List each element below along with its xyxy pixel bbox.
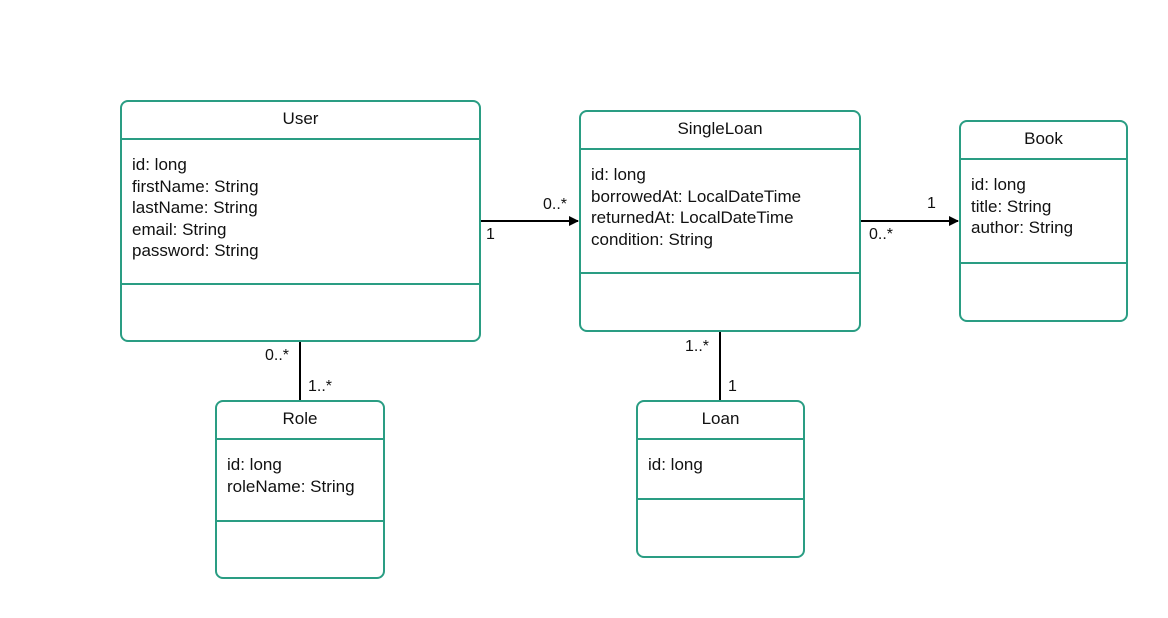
class-attributes: id: long firstName: String lastName: Str… — [122, 140, 479, 285]
attribute: id: long — [648, 455, 703, 474]
class-book[interactable]: Book id: long title: String author: Stri… — [959, 120, 1128, 322]
class-name: SingleLoan — [581, 112, 859, 150]
class-attributes: id: long title: String author: String — [961, 160, 1126, 264]
class-name: Loan — [638, 402, 803, 440]
multiplicity-role-end: 1..* — [308, 378, 333, 395]
attribute: lastName: String — [132, 198, 258, 218]
attribute: borrowedAt: LocalDateTime — [591, 186, 802, 206]
multiplicity-book-end: 1 — [927, 195, 936, 212]
class-role[interactable]: Role id: long roleName: String — [215, 400, 385, 579]
attribute: condition: String — [591, 229, 713, 249]
attribute: author: String — [971, 218, 1074, 238]
attribute: password: String — [132, 241, 259, 261]
attribute: returnedAt: LocalDateTime — [591, 208, 794, 228]
class-attributes: id: long borrowedAt: LocalDateTime retur… — [581, 150, 859, 274]
class-attributes: id: long roleName: String — [217, 440, 383, 522]
multiplicity-user-role-source: 0..* — [265, 347, 290, 364]
attribute: roleName: String — [227, 476, 355, 496]
attribute: title: String — [971, 196, 1052, 216]
class-singleloan[interactable]: SingleLoan id: long borrowedAt: LocalDat… — [579, 110, 861, 332]
class-loan[interactable]: Loan id: long — [636, 400, 805, 558]
multiplicity-singleloan-loan-source: 1..* — [685, 338, 710, 355]
attribute: id: long — [591, 165, 646, 184]
class-name: User — [122, 102, 479, 140]
multiplicity-user-end: 1 — [486, 226, 495, 243]
class-attributes: id: long — [638, 440, 803, 500]
multiplicity-singleloan-book-source: 0..* — [869, 226, 894, 243]
attribute: firstName: String — [132, 176, 259, 196]
class-name: Role — [217, 402, 383, 440]
attribute: id: long — [132, 155, 187, 174]
class-name: Book — [961, 122, 1126, 160]
class-user[interactable]: User id: long firstName: String lastName… — [120, 100, 481, 342]
attribute: email: String — [132, 219, 227, 239]
attribute: id: long — [227, 455, 282, 474]
multiplicity-loan-end: 1 — [728, 378, 737, 395]
multiplicity-singleloan-end: 0..* — [543, 196, 568, 213]
attribute: id: long — [971, 175, 1026, 194]
